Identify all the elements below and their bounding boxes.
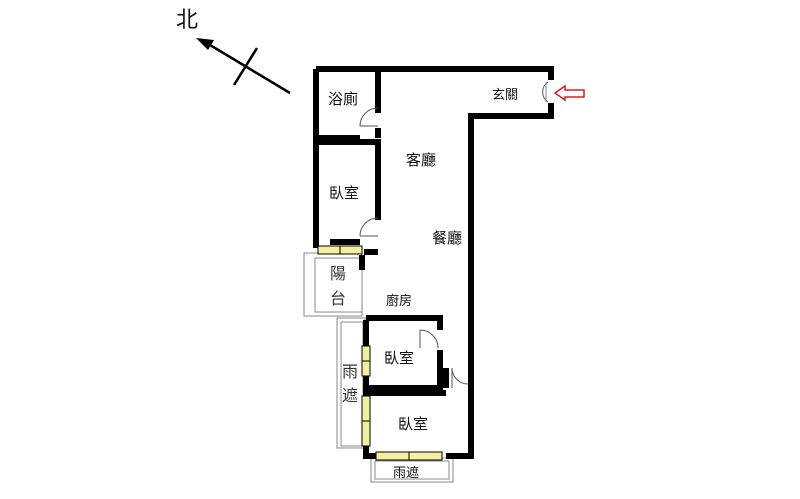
bedroom-middle-door <box>419 329 439 349</box>
wall-bed2-east <box>366 350 443 391</box>
entrance-door <box>542 81 549 103</box>
windows <box>317 245 443 461</box>
compass-axis <box>204 40 291 95</box>
wall-top <box>316 66 554 80</box>
bedroom-north-door <box>359 217 379 237</box>
room-label-bedroom-middle: 臥室 <box>384 349 414 367</box>
exterior-outlines <box>303 252 454 483</box>
awning-bottom-label: 雨遮 <box>393 465 419 481</box>
compass: 北 <box>176 8 291 95</box>
balcony-label-1: 陽 <box>330 264 346 283</box>
compass-crossbar <box>232 47 259 86</box>
room-label-dining-room: 餐廳 <box>432 229 462 247</box>
doors <box>359 81 549 388</box>
entry-arrow-icon <box>553 84 585 102</box>
wall-bed2-north <box>366 315 443 330</box>
room-label-living-room: 客廳 <box>406 151 436 169</box>
room-label-kitchen: 廚房 <box>386 293 412 309</box>
bedroom-south-door <box>451 367 469 385</box>
bathroom-door <box>359 107 379 127</box>
room-label-entrance: 玄關 <box>492 88 518 103</box>
room-label-bedroom-south: 臥室 <box>398 415 428 433</box>
room-label-bedroom-north: 臥室 <box>329 184 359 202</box>
balcony-label-2: 台 <box>330 289 346 308</box>
room-label-bathroom: 浴廁 <box>328 90 358 108</box>
north-label: 北 <box>176 8 198 33</box>
awning-side-inner-outline <box>340 321 364 447</box>
balcony-inner-outline <box>314 257 363 313</box>
wall-east <box>446 103 554 459</box>
awning-side-label-1: 雨 <box>342 362 358 381</box>
awning-bottom-inner-outline <box>374 460 450 480</box>
north-arrow-icon <box>196 38 214 50</box>
wall-bed1 <box>316 139 381 220</box>
walls <box>313 66 554 459</box>
awning-side-label-2: 遮 <box>342 386 358 405</box>
